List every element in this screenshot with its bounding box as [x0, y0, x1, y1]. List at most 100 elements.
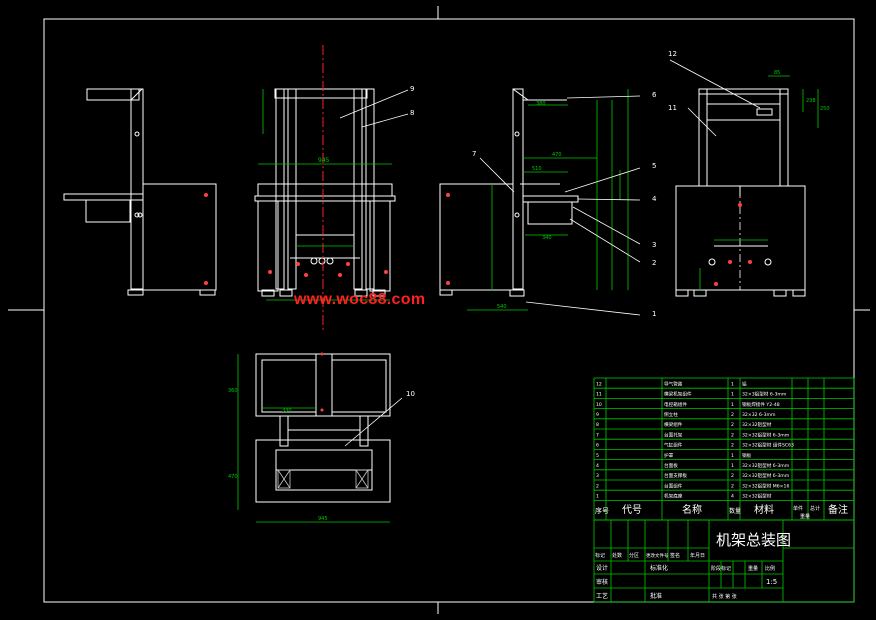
- parts-row-material: 32×3铝型材 6-3mm: [742, 391, 787, 398]
- parts-row-seq: 7: [596, 432, 599, 438]
- parts-row-name: 横梁组件: [664, 421, 683, 428]
- parts-row-material: 32×32铝型材: [742, 493, 772, 500]
- parts-list-row-lines: [594, 387, 854, 501]
- right-dim-1: 238: [806, 98, 816, 104]
- label-review: 审核: [596, 578, 608, 586]
- parts-row-qty: 2: [731, 412, 734, 418]
- sign-label-1: 处数: [612, 552, 622, 559]
- top-dim-h1: 360: [228, 388, 238, 394]
- top-dim-total: 945: [318, 516, 328, 522]
- sign-label-2: 分区: [629, 552, 639, 559]
- parts-row-seq: 12: [596, 381, 602, 387]
- side-view-dimensions: [467, 89, 629, 311]
- side-view: [439, 88, 579, 297]
- parts-row-qty: 1: [731, 392, 734, 398]
- sign-label-0: 标记: [595, 552, 605, 559]
- parts-row-qty: 1: [731, 381, 734, 387]
- balloon-9: 9: [410, 85, 414, 93]
- parts-row-qty: 2: [731, 422, 734, 428]
- right-dim-top: 85: [774, 70, 780, 76]
- parts-row-name: 护罩: [664, 452, 674, 459]
- label-approve: 批准: [650, 592, 662, 600]
- balloon-6: 6: [652, 91, 657, 99]
- balloon-10: 10: [406, 390, 415, 398]
- parts-row-material: 32×32铝型材: [742, 421, 772, 428]
- leader-lines: [339, 59, 761, 447]
- parts-row-name: 侧立柱: [664, 411, 678, 418]
- parts-row-seq: 2: [596, 483, 599, 489]
- parts-row-qty: 2: [731, 473, 734, 479]
- drawing-title: 机架总装图: [716, 531, 791, 549]
- header-seq: 序号: [595, 506, 609, 515]
- balloon-2: 2: [652, 259, 656, 267]
- side-dim-2: 470: [552, 152, 562, 158]
- parts-row-name: 台面板: [664, 462, 678, 469]
- title-block: [593, 519, 855, 603]
- balloon-12: 12: [668, 50, 677, 58]
- left-view-part-points: [204, 193, 208, 285]
- parts-row-qty: 2: [731, 443, 734, 449]
- parts-row-seq: 1: [596, 494, 599, 500]
- parts-row-name: 台面支撑板: [664, 472, 687, 479]
- top-view-dimensions: [237, 354, 390, 523]
- top-view-part-points: [320, 352, 324, 412]
- left-side-view: [63, 88, 217, 296]
- side-view-part-points: [446, 193, 450, 285]
- balloon-4: 4: [652, 195, 657, 203]
- right-view-part-points: [714, 203, 752, 286]
- sign-label-3: 更改文件号: [646, 552, 669, 559]
- header-qty: 数量: [729, 507, 741, 515]
- side-dim-3: 510: [532, 166, 542, 172]
- parts-row-seq: 9: [596, 412, 599, 418]
- parts-row-material: 32×32铝型材 6-3mm: [742, 472, 790, 479]
- parts-row-name: 横梁机架组件: [664, 391, 692, 398]
- header-single: 单件: [793, 505, 803, 512]
- label-sheets: 共 张 第 张: [712, 593, 737, 600]
- balloon-11: 11: [668, 104, 677, 112]
- right-view-dimensions: [699, 75, 819, 290]
- parts-row-material: 32×32铝型材 6-3mm: [742, 431, 790, 438]
- parts-row-name: 气缸组件: [664, 442, 683, 449]
- parts-row-seq: 11: [596, 392, 602, 398]
- right-view: [675, 88, 806, 297]
- header-remarks: 备注: [828, 503, 848, 516]
- label-design: 设计: [596, 564, 608, 572]
- balloon-8: 8: [410, 109, 414, 117]
- balloon-5: 5: [652, 162, 656, 170]
- front-view: [254, 88, 396, 297]
- label-stage: 阶段标记: [711, 565, 731, 572]
- right-dim-2: 250: [820, 106, 830, 112]
- parts-row-seq: 6: [596, 443, 599, 449]
- label-process: 工艺: [596, 592, 608, 600]
- header-material: 材料: [754, 503, 774, 516]
- front-dim-width: 945: [318, 157, 330, 164]
- parts-row-material: 32×32铝型材 6-3mm: [742, 462, 790, 469]
- header-total: 总计: [810, 505, 820, 512]
- parts-row-material: 钢板: [742, 452, 752, 459]
- parts-row-name: 导气管路: [664, 380, 683, 387]
- parts-row-seq: 3: [596, 473, 599, 479]
- parts-row-name: 机架底座: [664, 493, 683, 500]
- drawing-frame: [8, 6, 870, 614]
- side-dim-depth: 540: [497, 304, 507, 310]
- parts-row-seq: 4: [596, 463, 599, 469]
- balloon-1: 1: [652, 310, 656, 318]
- front-view-dimensions: [258, 89, 392, 301]
- top-dim-w: 330: [282, 408, 292, 414]
- parts-row-material: 32×32铝型材 M6×16: [742, 482, 789, 489]
- sign-label-5: 年月日: [690, 552, 705, 559]
- parts-row-material: 铝: [742, 380, 747, 387]
- sign-label-4: 签名: [670, 552, 680, 559]
- parts-row-qty: 1: [731, 402, 734, 408]
- parts-row-qty: 2: [731, 432, 734, 438]
- parts-row-seq: 8: [596, 422, 599, 428]
- label-standardize: 标准化: [650, 564, 668, 572]
- top-view: [255, 353, 391, 503]
- parts-row-qty: 1: [731, 453, 734, 459]
- parts-row-material: 32×32 6-3mm: [742, 412, 776, 418]
- watermark-text: www.woc88.com: [294, 291, 426, 308]
- header-name: 名称: [682, 503, 702, 516]
- parts-row-material: 钢板焊接件 Y2-48: [742, 401, 780, 408]
